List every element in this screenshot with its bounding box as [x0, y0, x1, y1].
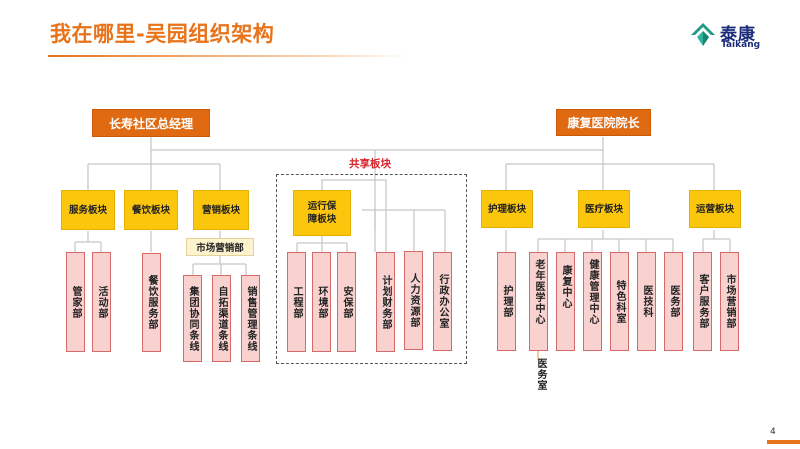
dept-node: 销售管理条线 [241, 275, 260, 362]
dept-node: 健康管理中心 [583, 252, 602, 351]
dept-node: 特色科室 [610, 252, 629, 351]
shared-section-label: 共享板块 [349, 158, 391, 170]
title-underline [48, 55, 408, 57]
dept-node: 环境部 [312, 252, 331, 352]
org-block-catering: 餐饮板块 [124, 190, 178, 230]
page-number: 4 [770, 427, 776, 437]
dept-node: 市场营销部 [720, 252, 739, 351]
dept-node: 管家部 [66, 252, 85, 352]
org-block-operation: 运营板块 [689, 190, 741, 228]
dept-node: 餐饮服务部 [142, 253, 161, 352]
medical-office-note: 医务室 [535, 358, 546, 391]
org-block-operations: 运行保障板块 [293, 190, 351, 236]
company-logo: 泰康 Taikang [690, 18, 770, 54]
dept-node: 人力资源部 [404, 251, 423, 350]
org-node-right-head: 康复医院院长 [556, 109, 651, 136]
org-block-marketing: 营销板块 [193, 190, 249, 230]
dept-node: 集团协同条线 [183, 275, 202, 362]
logo-chinese-text: 泰康 [720, 25, 756, 45]
dept-node: 老年医学中心 [529, 252, 548, 351]
page-number-bar [767, 440, 800, 444]
org-block-service: 服务板块 [61, 190, 115, 230]
dept-node: 医技科 [637, 252, 656, 351]
org-node-left-head: 长寿社区总经理 [92, 109, 210, 137]
dept-node: 行政办公室 [433, 252, 452, 351]
dept-node: 康复中心 [556, 252, 575, 351]
taikang-logo-icon [691, 23, 715, 46]
logo-english-text: Taikang [721, 40, 761, 50]
dept-node: 医务部 [664, 252, 683, 351]
page-title: 我在哪里-吴园组织架构 [50, 22, 275, 46]
dept-node: 工程部 [287, 252, 306, 352]
dept-node: 计划财务部 [376, 252, 395, 352]
shared-section-frame [276, 174, 467, 364]
org-block-medical: 医疗板块 [578, 190, 630, 228]
dept-node: 自拓渠道条线 [212, 275, 231, 362]
dept-node: 安保部 [337, 252, 356, 352]
org-subnode-marketing-dept: 市场营销部 [186, 238, 254, 256]
org-block-nursing: 护理板块 [481, 190, 533, 228]
dept-node: 活动部 [92, 252, 111, 352]
dept-node: 客户服务部 [693, 252, 712, 351]
dept-node: 护理部 [497, 252, 516, 351]
